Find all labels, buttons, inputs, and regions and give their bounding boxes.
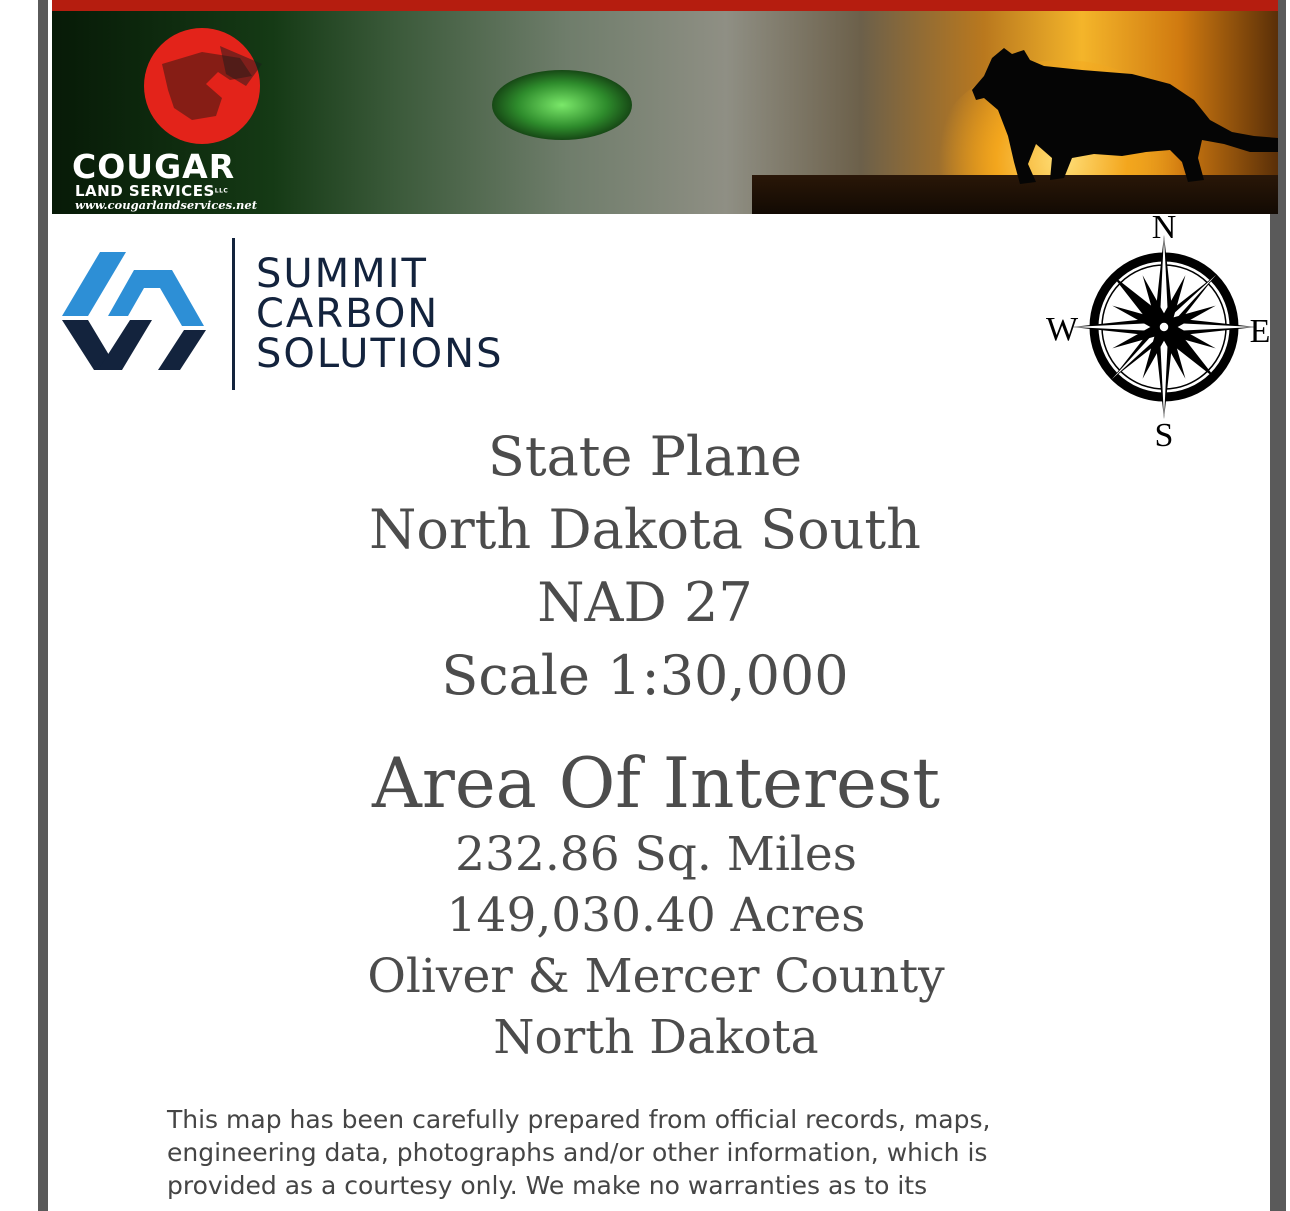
cougar-llc-text: LLC xyxy=(214,187,229,195)
area-sq-miles: 232.86 Sq. Miles xyxy=(455,827,857,882)
area-of-interest-block: Area Of Interest 232.86 Sq. Miles 149,03… xyxy=(0,744,1290,1068)
compass-rose-icon: N S W E xyxy=(1046,210,1271,450)
projection-zone: North Dakota South xyxy=(369,498,921,561)
summit-carbon-solutions-logo: SUMMIT CARBON SOLUTIONS xyxy=(60,236,540,392)
area-title: Area Of Interest xyxy=(372,744,940,824)
cougar-eye-graphic xyxy=(492,70,632,140)
frame-right-border xyxy=(1270,0,1286,1211)
disclaimer-line-3: provided as a courtesy only. We make no … xyxy=(167,1171,928,1200)
header-banner: COUGAR LAND SERVICESLLC www.cougarlandse… xyxy=(52,0,1278,214)
banner-top-stripe xyxy=(52,0,1278,11)
cougar-website-url: www.cougarlandservices.net xyxy=(75,198,258,212)
disclaimer-line-1: This map has been carefully prepared fro… xyxy=(167,1105,991,1134)
projection-info: State Plane North Dakota South NAD 27 Sc… xyxy=(0,420,1290,712)
summit-word-2: CARBON xyxy=(256,291,440,337)
cougar-land-services-logo: COUGAR LAND SERVICESLLC www.cougarlandse… xyxy=(72,24,312,214)
cougar-head-emblem-icon xyxy=(144,28,262,144)
area-acres: 149,030.40 Acres xyxy=(446,888,866,943)
summit-chevron-mark-icon xyxy=(62,252,206,370)
compass-south-label: S xyxy=(1155,417,1174,450)
frame-left-border xyxy=(38,0,48,1211)
cougar-subtitle: LAND SERVICESLLC xyxy=(75,184,228,199)
compass-north-label: N xyxy=(1152,210,1177,246)
summit-word-3: SOLUTIONS xyxy=(256,331,504,377)
map-scale: Scale 1:30,000 xyxy=(441,644,849,707)
summit-word-1: SUMMIT xyxy=(256,251,428,297)
projection-system: State Plane xyxy=(487,425,803,488)
disclaimer-text: This map has been carefully prepared fro… xyxy=(167,1103,1067,1202)
cougar-silhouette-icon xyxy=(972,48,1278,184)
area-county: Oliver & Mercer County xyxy=(367,949,945,1004)
compass-west-label: W xyxy=(1046,311,1079,348)
cougar-brand-text: COUGAR xyxy=(72,147,236,186)
cougar-subtitle-text: LAND SERVICES xyxy=(75,182,215,200)
summit-divider xyxy=(232,238,235,390)
disclaimer-line-2: engineering data, photographs and/or oth… xyxy=(167,1138,988,1167)
compass-east-label: E xyxy=(1250,313,1271,350)
projection-datum: NAD 27 xyxy=(537,571,753,634)
area-state: North Dakota xyxy=(493,1010,819,1065)
